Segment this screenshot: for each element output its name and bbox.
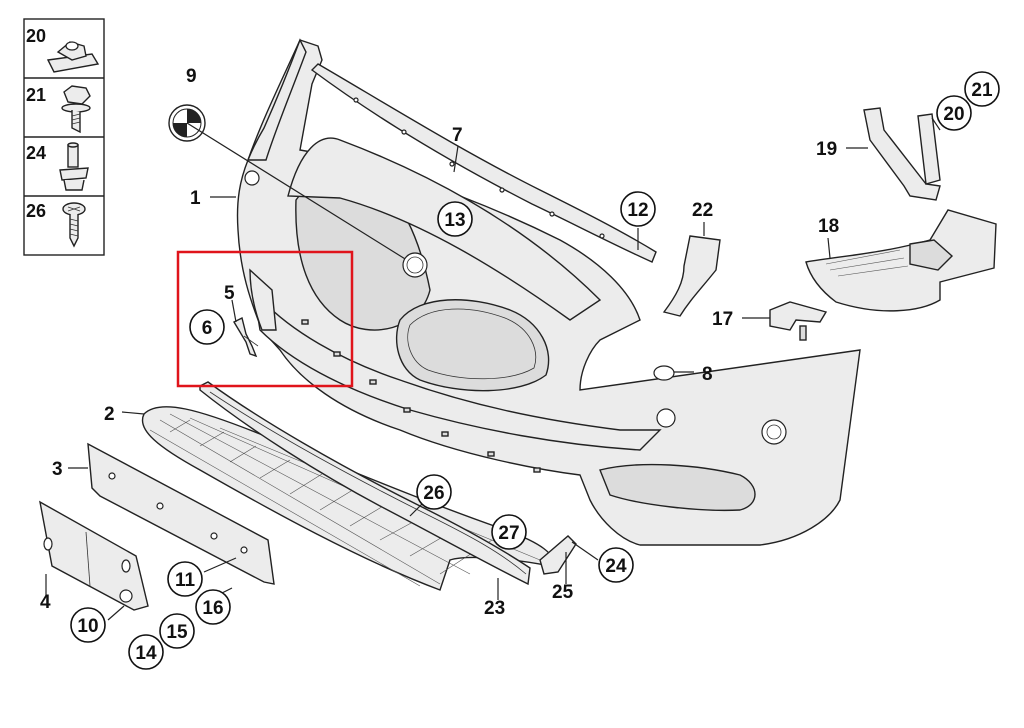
lower-trim-strip: [199, 381, 531, 586]
callout-21: 21: [964, 71, 1000, 107]
svg-text:16: 16: [202, 598, 223, 619]
svg-text:21: 21: [971, 80, 993, 101]
callout-11: 11: [167, 561, 203, 597]
legend-label-24: 24: [26, 143, 46, 163]
callout-25: 25: [552, 582, 574, 603]
callout-2: 2: [104, 404, 115, 425]
air-duct: [805, 209, 997, 312]
svg-text:27: 27: [498, 523, 519, 544]
fastener-legend: 20 21 24 26: [23, 18, 105, 256]
callout-23: 23: [484, 598, 505, 619]
callout-1: 1: [190, 188, 201, 209]
small-mounting-bracket: [769, 301, 828, 341]
callout-17: 17: [712, 309, 733, 330]
mounting-slots: [301, 319, 541, 473]
upper-support-strip: [310, 63, 657, 263]
strip-holes: [353, 97, 605, 239]
svg-text:12: 12: [627, 200, 648, 221]
callout-26: 26: [416, 474, 452, 510]
tow-eye-cover: [402, 252, 428, 278]
callout-14: 14: [128, 634, 164, 670]
highlight-box: [176, 250, 354, 388]
svg-text:6: 6: [202, 318, 213, 339]
svg-text:10: 10: [77, 616, 98, 637]
circled-callouts: 6 13 12 21 20 26 27 24: [70, 71, 1000, 670]
svg-text:11: 11: [175, 570, 196, 591]
hex-bolt-icon: [61, 85, 91, 134]
callout-12: 12: [620, 191, 656, 227]
callout-8: 8: [702, 364, 713, 385]
callout-15: 15: [159, 613, 195, 649]
bumper-cover: [236, 38, 861, 546]
legend-label-21: 21: [26, 85, 46, 105]
callout-7: 7: [452, 125, 463, 146]
callout-5: 5: [224, 283, 235, 304]
callout-9: 9: [186, 66, 197, 87]
callout-16: 16: [195, 589, 231, 625]
callout-24: 24: [598, 547, 634, 583]
callout-18: 18: [818, 216, 839, 237]
expansion-rivet-icon: [59, 142, 89, 191]
callout-19: 19: [816, 139, 837, 160]
callouts: 1 2 3 4 5 7 8 9 17 18 19 22 23 25: [40, 66, 839, 619]
callout-20: 20: [936, 95, 972, 131]
svg-text:24: 24: [605, 556, 627, 577]
side-bracket: [662, 235, 721, 317]
svg-text:13: 13: [444, 210, 465, 231]
legend-label-26: 26: [26, 201, 46, 221]
bmw-emblem: [168, 104, 411, 263]
corner-bracket: [539, 535, 577, 575]
license-plate-holder: [39, 500, 149, 611]
callout-22: 22: [692, 200, 713, 221]
callout-4: 4: [40, 592, 51, 613]
svg-text:20: 20: [943, 104, 964, 125]
deflector-bracket: [863, 107, 941, 201]
svg-text:15: 15: [166, 622, 188, 643]
callout-3: 3: [52, 459, 63, 480]
callout-6: 6: [189, 309, 225, 345]
clip-nut-icon: [46, 41, 100, 73]
svg-text:26: 26: [423, 483, 444, 504]
callout-27: 27: [491, 514, 527, 550]
wire-clip: [233, 316, 259, 358]
license-plate-base: [87, 442, 275, 585]
callout-10: 10: [70, 607, 106, 643]
cover-cap: [653, 365, 675, 381]
self-tapping-screw-icon: [62, 202, 86, 248]
legend-label-20: 20: [26, 26, 46, 46]
leader-lines: [45, 117, 941, 621]
callout-13: 13: [437, 201, 473, 237]
svg-text:14: 14: [135, 643, 157, 664]
